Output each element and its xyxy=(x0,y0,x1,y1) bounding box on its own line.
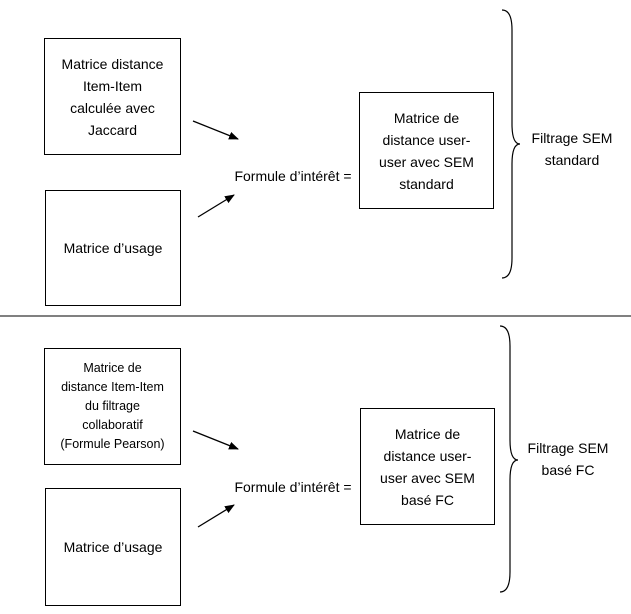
bracket-label-2: Filtrage SEM basé FC xyxy=(527,440,609,478)
result-matrix-box-1: Matrice de distance user- user avec SEM … xyxy=(359,92,494,209)
formula-label-2: Formule d’intérêt = xyxy=(234,479,352,495)
arrow-usage-to-formula-2 xyxy=(197,504,235,528)
matrix-usage-box-1: Matrice d’usage xyxy=(45,190,181,306)
matrix-distance-item-item-text-2: Matrice de distance Item-Item du filtrag… xyxy=(60,361,165,451)
matrix-usage-text-2: Matrice d’usage xyxy=(63,539,163,555)
matrix-distance-item-item-text-1: Matrice distance Item-Item calculée avec… xyxy=(61,55,164,138)
result-matrix-text-1: Matrice de distance user- user avec SEM … xyxy=(379,109,474,192)
result-matrix-box-2: Matrice de distance user- user avec SEM … xyxy=(360,408,495,525)
matrix-distance-item-item-box-1: Matrice distance Item-Item calculée avec… xyxy=(44,38,181,155)
curly-bracket-1 xyxy=(501,9,521,279)
matrix-distance-item-item-box-2: Matrice de distance Item-Item du filtrag… xyxy=(44,348,181,465)
matrix-usage-text-1: Matrice d’usage xyxy=(63,240,163,256)
bracket-label-1: Filtrage SEM standard xyxy=(531,130,613,168)
arrow-usage-to-formula-1 xyxy=(197,194,235,218)
formula-label-1: Formule d’intérêt = xyxy=(234,168,352,184)
arrow-top-to-formula-1 xyxy=(192,120,239,140)
curly-bracket-2 xyxy=(499,325,519,593)
matrix-usage-box-2: Matrice d’usage xyxy=(45,488,181,606)
arrow-top-to-formula-2 xyxy=(192,430,239,450)
result-matrix-text-2: Matrice de distance user- user avec SEM … xyxy=(380,425,475,508)
